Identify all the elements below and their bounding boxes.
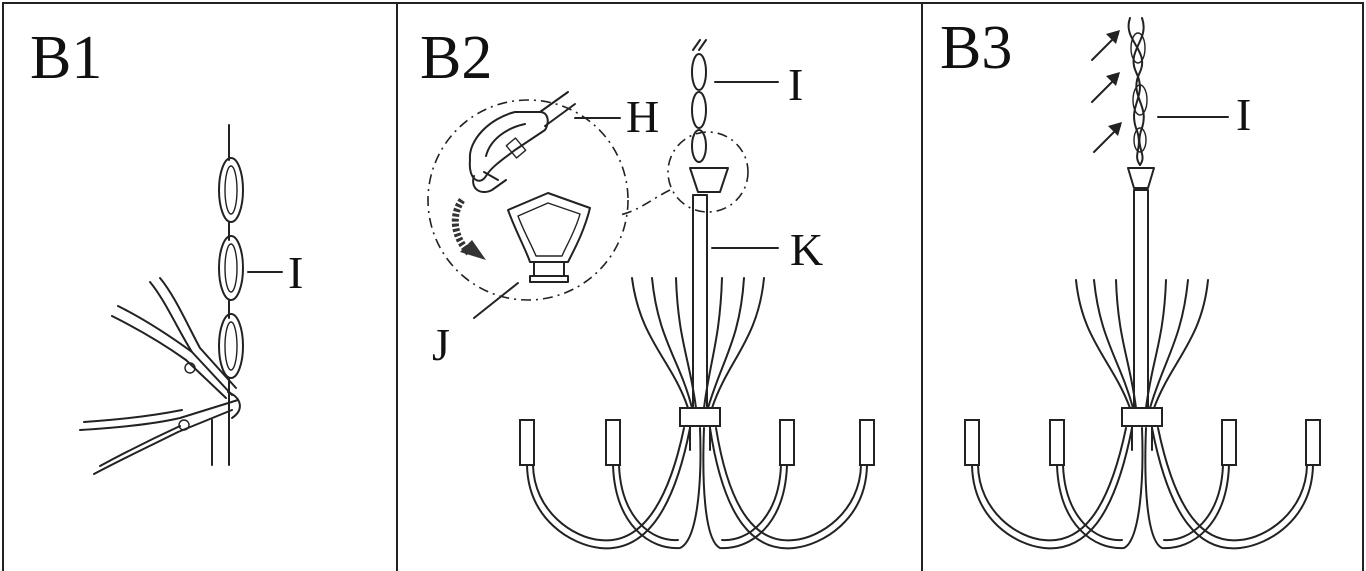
canopy-hook [689,167,729,193]
panel-b3: B3 I [940,14,1321,550]
part-label-i-b3: I [1236,89,1251,140]
step-label-b1: B1 [30,24,102,92]
leader-line-j [473,282,519,319]
rotate-arrow-icon [451,197,486,260]
step-label-b2: B2 [420,24,492,92]
arrow-icon [1091,30,1122,153]
step-label-b3: B3 [940,14,1012,82]
chain-illustration [1127,17,1148,166]
part-label-i-b2: I [788,59,803,110]
detail-callout-circle [667,131,749,213]
part-label-j: J [432,319,450,370]
part-label-h: H [626,91,659,142]
part-label-k: K [790,224,823,275]
panel-b2: B2 [420,24,875,550]
quick-link-illustration [468,91,576,194]
panel-b1: B1 I [30,24,303,475]
chandelier-illustration [519,194,875,550]
magnified-detail-circle [427,99,629,301]
pliers-illustration [79,277,241,475]
detail-connector [619,189,671,216]
hook-j-illustration [507,192,591,283]
chandelier-illustration [964,167,1321,550]
part-label-i-b1: I [288,247,303,298]
chain-illustration [211,124,244,466]
chain-illustration [691,39,707,163]
